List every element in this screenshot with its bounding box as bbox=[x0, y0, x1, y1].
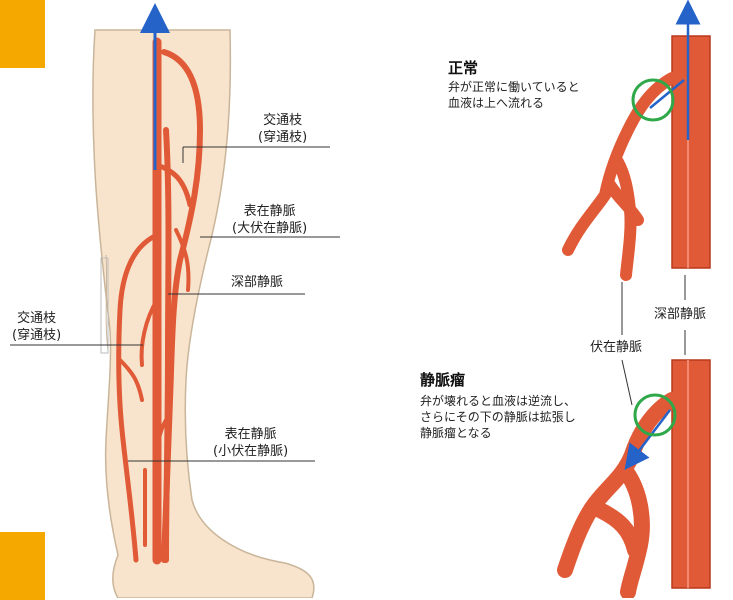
label-small-saphenous-vein: 表在静脈 (小伏在静脈) bbox=[213, 426, 288, 460]
deep-vein-second bbox=[166, 130, 169, 560]
deep-vein-tube-normal bbox=[672, 36, 710, 268]
label-communicating-branch-lower: 交通枝 (穿通枝) bbox=[12, 310, 61, 344]
saphenous-branch-normal bbox=[568, 78, 672, 275]
label-deep-vein: 深部静脈 bbox=[231, 274, 283, 291]
deep-vein-tube-varicose bbox=[672, 360, 710, 588]
normal-description: 弁が正常に働いていると 血液は上へ流れる bbox=[448, 79, 580, 111]
varicose-title: 静脈瘤 bbox=[420, 369, 465, 390]
varicose-description: 弁が壊れると血液は逆流し、 さらにその下の静脈は拡張し 静脈瘤となる bbox=[420, 393, 576, 441]
label-deep-vein-right: 深部静脈 bbox=[654, 306, 706, 323]
normal-title: 正常 bbox=[448, 57, 478, 78]
label-great-saphenous-vein: 表在静脈 (大伏在静脈) bbox=[232, 203, 307, 237]
label-communicating-branch-upper: 交通枝 (穿通枝) bbox=[258, 112, 307, 146]
varicose-valve-diagram bbox=[565, 360, 710, 592]
normal-valve-diagram bbox=[568, 12, 710, 275]
label-saphenous-vein-right: 伏在静脈 bbox=[590, 339, 642, 356]
